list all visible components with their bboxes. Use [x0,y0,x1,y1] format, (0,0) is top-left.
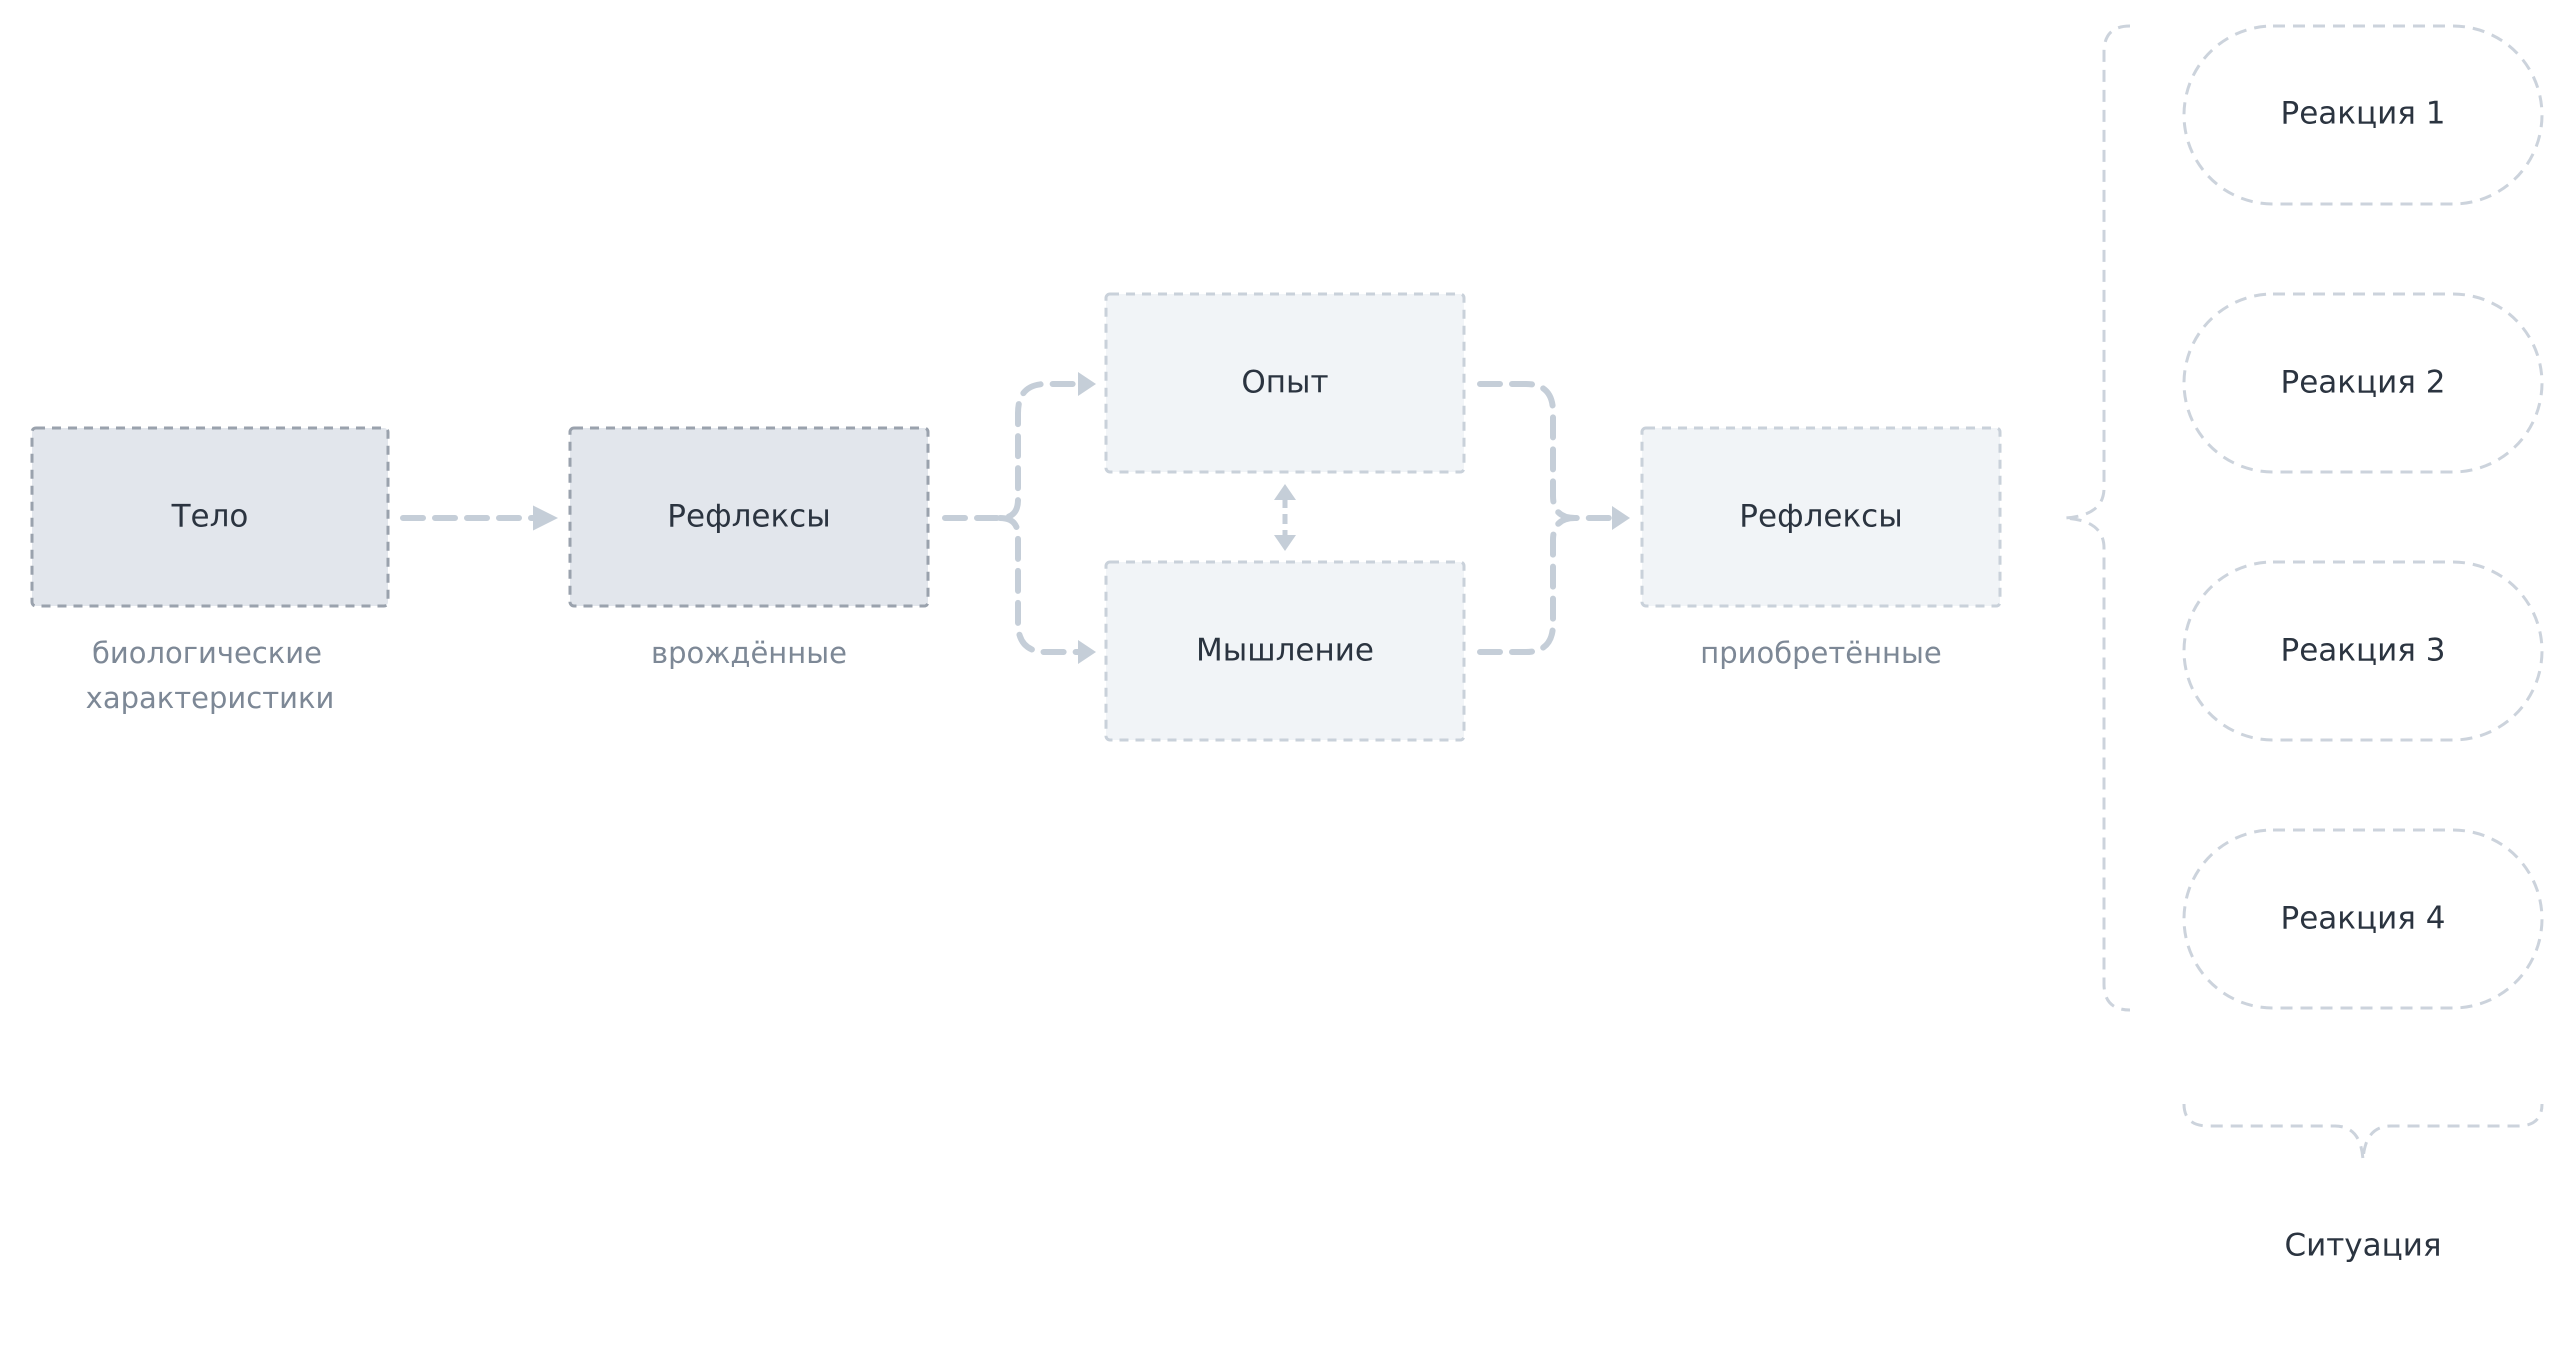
arrowhead-to-acquired [1612,506,1630,530]
caption-innate: врождённые [651,636,847,670]
node-experience-label: Опыт [1241,365,1328,401]
reaction-1: Реакция 1 [2182,24,2544,206]
node-reflexes-acquired-label: Рефлексы [1739,499,1902,535]
situation-label: Ситуация [2284,1228,2441,1264]
caption-body-line2: характеристики [86,681,335,715]
node-thinking: Мышление [1104,560,1466,742]
node-experience: Опыт [1104,292,1466,474]
reaction-1-label: Реакция 1 [2281,96,2446,132]
node-body-label: Тело [171,499,249,535]
reaction-2-label: Реакция 2 [2281,365,2446,401]
arrowhead-to-experience [1078,372,1096,396]
connector-merge [1477,381,1613,655]
connector-split [942,381,1083,655]
reaction-3: Реакция 3 [2182,560,2544,742]
node-reflexes-acquired: Рефлексы [1640,426,2002,608]
brace-situation [2182,1103,2544,1161]
node-reflexes-innate: Рефлексы [568,426,930,608]
caption-acquired: приобретённые [1700,636,1942,670]
caption-body-line1: биологические [92,636,322,670]
reaction-2: Реакция 2 [2182,292,2544,474]
node-reflexes-innate-label: Рефлексы [667,499,830,535]
brace-reactions [2063,24,2131,1012]
arrow-experience-thinking [1274,484,1296,551]
reaction-4: Реакция 4 [2182,828,2544,1010]
node-body: Тело [30,426,390,608]
reaction-4-label: Реакция 4 [2281,901,2446,937]
reaction-3-label: Реакция 3 [2281,633,2446,669]
node-thinking-label: Мышление [1196,633,1374,669]
arrowhead-to-thinking [1078,640,1096,664]
